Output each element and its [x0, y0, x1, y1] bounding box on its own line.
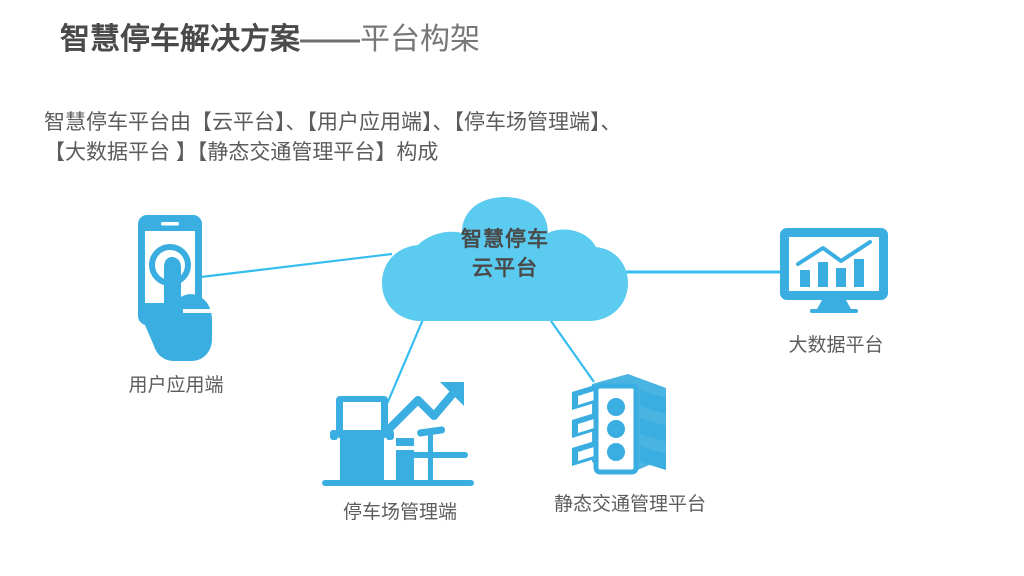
- description-line-1: 智慧停车平台由【云平台】、【用户应用端】、【停车场管理端】、: [44, 111, 622, 134]
- cloud-platform-label-line-2: 云平台: [472, 257, 538, 280]
- page-title-sub: 平台构架: [360, 23, 480, 56]
- monitor-chart-icon: [780, 228, 888, 313]
- big-data-platform-label: 大数据平台: [788, 335, 884, 356]
- parking-lot-management-label: 停车场管理端: [342, 502, 457, 523]
- page-title-main: 智慧停车解决方案: [60, 23, 300, 56]
- parking-lot-management-node[interactable]: [322, 378, 478, 490]
- user-application-label: 用户应用端: [128, 375, 224, 396]
- page-title: 智慧停车解决方案——平台构架: [60, 20, 480, 60]
- static-traffic-management-label: 静态交通管理平台: [553, 494, 706, 515]
- description-text: 智慧停车平台由【云平台】、【用户应用端】、【停车场管理端】、 【大数据平台 】【…: [44, 108, 904, 168]
- cloud-icon: [382, 197, 628, 321]
- user-application-node[interactable]: [124, 213, 228, 365]
- cloud-platform-label-line-1: 智慧停车: [461, 228, 549, 251]
- traffic-light-icon: [572, 374, 666, 475]
- page-title-dash: ——: [300, 23, 360, 56]
- description-line-2: 【大数据平台 】【静态交通管理平台】构成: [44, 141, 439, 164]
- parking-kiosk-barrier-icon: [322, 382, 474, 486]
- cloud-platform-node[interactable]: 智慧停车 云平台: [378, 193, 632, 331]
- static-traffic-management-node[interactable]: [562, 366, 686, 488]
- smartphone-touch-icon: [138, 215, 212, 361]
- big-data-platform-node[interactable]: [778, 226, 894, 314]
- cloud-platform-label: 智慧停车 云平台: [378, 225, 632, 283]
